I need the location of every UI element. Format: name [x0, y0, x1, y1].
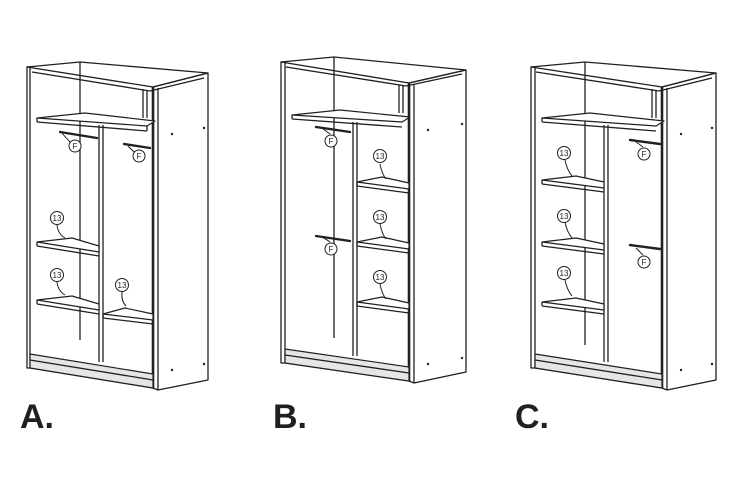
svg-text:13: 13: [560, 269, 569, 278]
wardrobe-c: [530, 61, 717, 391]
wardrobe-b-right-shelf-1: [356, 176, 410, 190]
svg-text:13: 13: [53, 214, 62, 223]
callout-c-shelf-1: 13: [557, 146, 571, 160]
wardrobe-b-right-panel: [408, 69, 467, 384]
wardrobe-a: [26, 61, 209, 391]
callout-c-rail-lower: F: [637, 255, 651, 269]
svg-text:13: 13: [376, 152, 385, 161]
svg-text:F: F: [73, 142, 78, 151]
callout-a-shelf-3: 13: [115, 278, 129, 292]
wardrobe-a-left-shelf-1: [36, 237, 100, 253]
wardrobe-c-rail-lower: [628, 243, 662, 251]
wardrobe-b-plinth: [284, 348, 410, 382]
svg-text:13: 13: [376, 273, 385, 282]
wardrobe-a-right-panel: [152, 72, 209, 391]
wardrobe-b: [280, 56, 467, 384]
callout-c-shelf-2: 13: [557, 209, 571, 223]
callout-b-shelf-1: 13: [373, 149, 387, 163]
wardrobe-b-left-panel: [280, 61, 286, 364]
callout-b-shelf-3: 13: [373, 270, 387, 284]
wardrobe-c-left-panel: [530, 66, 536, 369]
wardrobe-a-rail-right: [122, 142, 152, 150]
wardrobe-a-left-shelf-2: [36, 295, 100, 311]
wardrobe-b-right-shelf-2: [356, 236, 410, 250]
svg-text:13: 13: [118, 281, 127, 290]
callout-b-shelf-2: 13: [373, 210, 387, 224]
svg-text:F: F: [642, 150, 647, 159]
variant-label-b: B.: [273, 398, 307, 436]
callout-a-shelf-1: 13: [50, 211, 64, 225]
variant-label-a: A.: [20, 398, 54, 436]
wardrobe-a-top-shelf: [36, 112, 156, 127]
variant-label-c: C.: [515, 398, 549, 436]
callout-a-rail-left: F: [68, 139, 82, 153]
wardrobe-b-rail-upper: [314, 125, 352, 134]
svg-text:F: F: [329, 245, 334, 254]
wardrobe-c-top-shelf: [541, 112, 665, 127]
svg-text:13: 13: [560, 212, 569, 221]
wardrobe-c-left-shelf-3: [541, 297, 605, 311]
wardrobe-c-left-shelf-2: [541, 237, 605, 251]
wardrobe-a-rail-left: [58, 130, 99, 140]
svg-text:F: F: [642, 258, 647, 267]
wardrobe-b-top-shelf: [291, 109, 411, 123]
callout-a-shelf-2: 13: [50, 268, 64, 282]
wardrobe-a-left-panel: [26, 66, 31, 369]
wardrobe-c-right-panel: [661, 72, 717, 391]
wardrobe-c-rail-upper: [628, 138, 662, 146]
wardrobe-c-left-shelf-1: [541, 175, 605, 189]
callout-a-rail-right: F: [132, 149, 146, 163]
wardrobe-a-plinth: [29, 353, 154, 389]
wardrobe-a-right-shelf: [102, 307, 154, 321]
wardrobe-b-rail-lower: [314, 234, 352, 243]
svg-text:F: F: [137, 152, 142, 161]
wardrobe-b-right-shelf-3: [356, 296, 410, 310]
svg-text:13: 13: [560, 149, 569, 158]
svg-text:13: 13: [53, 271, 62, 280]
callout-c-rail-upper: F: [637, 147, 651, 161]
callout-c-shelf-3: 13: [557, 266, 571, 280]
svg-text:F: F: [329, 137, 334, 146]
callout-b-rail-lower: F: [324, 242, 338, 256]
svg-text:13: 13: [376, 213, 385, 222]
callout-b-rail-upper: F: [324, 134, 338, 148]
wardrobe-c-plinth: [534, 353, 663, 389]
